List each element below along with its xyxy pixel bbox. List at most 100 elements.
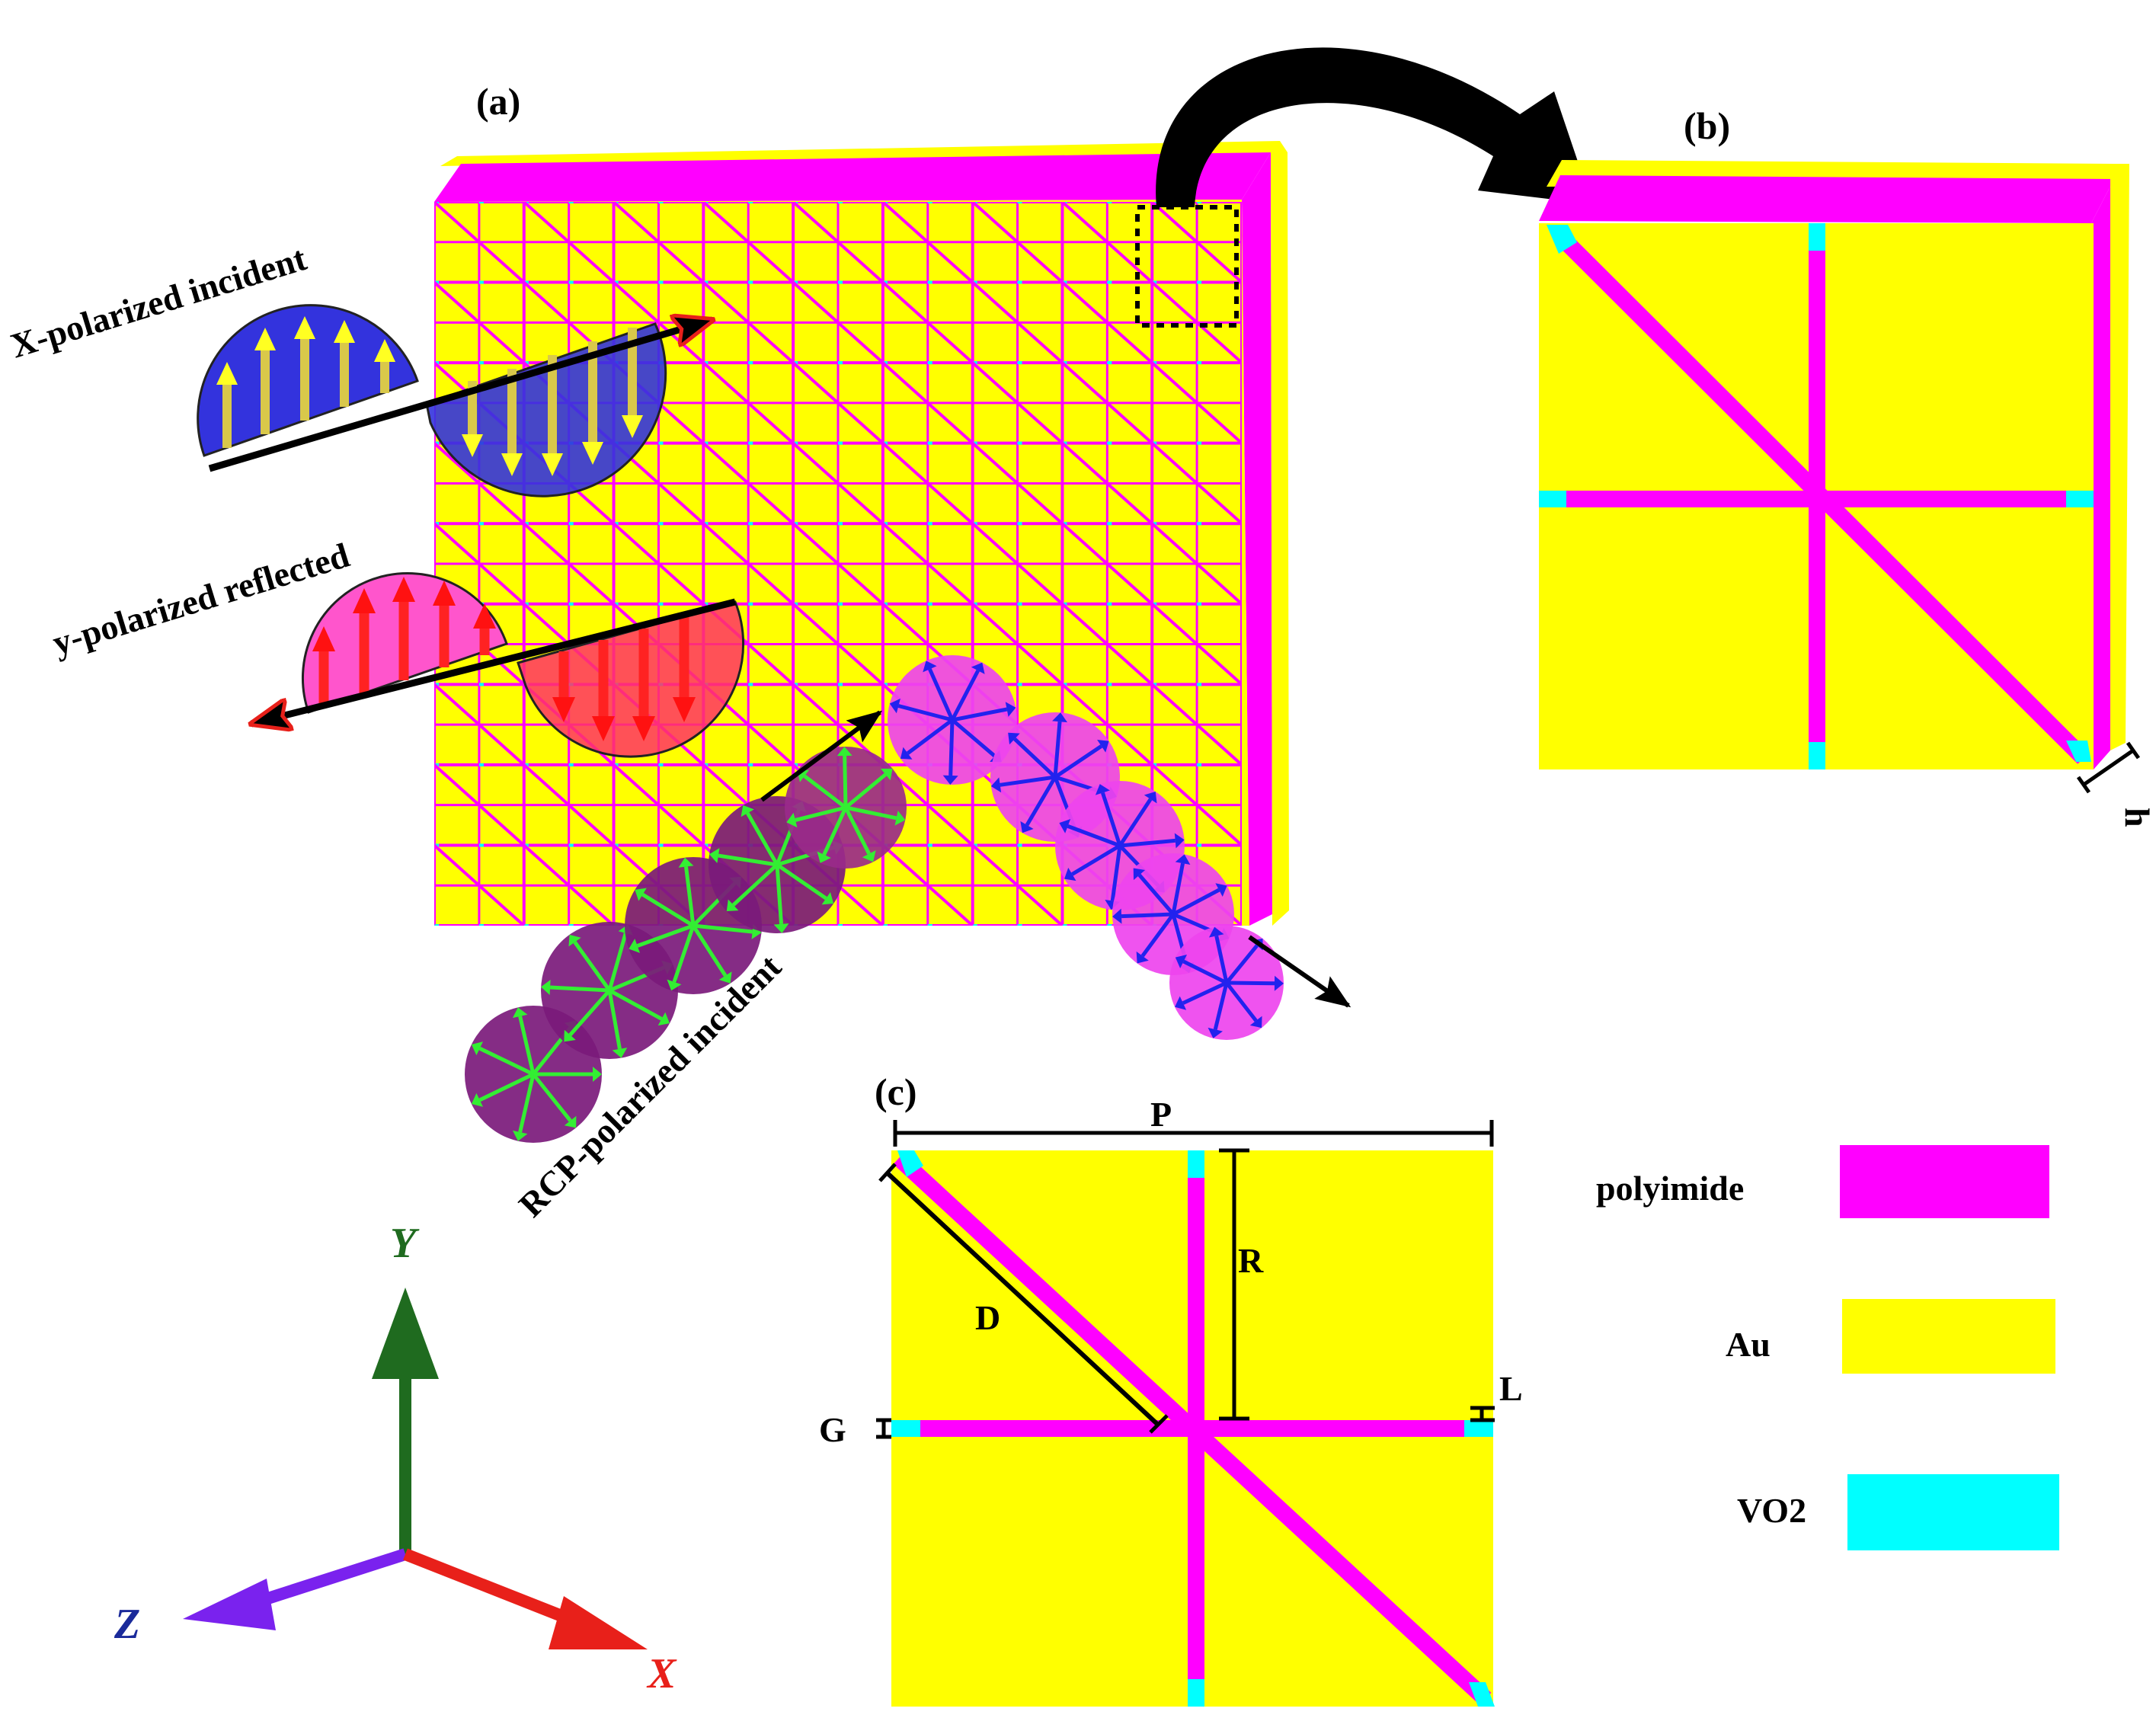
rcp-field-vector [1101,792,1122,846]
rcp-field-vector [641,893,695,928]
rcp-field-vector [568,989,611,1037]
rcp-field-arrowhead [726,899,739,911]
rcp-field-vector [672,925,696,983]
rcp-field-vector [1025,776,1057,827]
grid-diagonal-line [434,763,615,926]
rcp-field-arrowhead [1133,868,1146,881]
z-axis-arrow [249,1548,408,1610]
legend-label-vo2: VO2 [1737,1491,1806,1530]
rcp-field-vector [1013,737,1057,779]
cell-c-vo2-top [1188,1150,1204,1178]
d-label: D [975,1298,1000,1337]
rcp-field-arrowhead [1005,702,1016,717]
rcp-field-vector [845,805,897,821]
rcp-field-arrowhead [1097,740,1109,753]
rcp-field-arrowhead [1249,1016,1262,1029]
rcp-field-vector [822,806,848,856]
rcp-field-arrowhead [541,980,551,995]
cell-c-vo2-bottom [1188,1679,1204,1707]
rcp-field-vector [573,941,612,992]
x-axis-arrowhead-icon [549,1596,648,1649]
panel-c: (c) P R [819,1070,1523,1707]
cell-b-vo2-bottomright [2066,741,2091,762]
rcp-field-arrowhead [1064,867,1076,881]
rcp-field-vector [1071,843,1121,876]
rcp-field-arrowhead [880,768,893,781]
rcp-field-arrowhead [862,850,876,862]
rcp-field-vector [1000,775,1056,787]
rcp-field-vector [775,864,784,924]
rcp-field-vector [607,933,628,991]
rcp-field-arrowhead [942,775,958,785]
x-beam-axis [208,320,712,472]
rcp-field-arrowhead [786,812,798,828]
rcp-field-vector [1054,744,1103,779]
rcp-field-vector [691,924,728,977]
rcp-field-arrowhead [471,1041,484,1056]
rcp-field-arrowhead [1052,712,1068,723]
rcp-field-arrowhead [512,1130,528,1141]
rcp-field-arrowhead [593,1067,602,1082]
rcp-field-arrowhead [709,848,720,863]
rcp-field-arrowhead [990,777,1002,793]
h-label: h [2118,808,2156,827]
legend-swatch-vo2 [1847,1474,2059,1550]
rcp-field-vector [1225,944,1259,984]
rcp-field-arrowhead [836,747,852,757]
rcp-field-vector [718,853,778,867]
rcp-field-arrowhead [512,1007,528,1019]
rcp-field-arrowhead [1175,955,1188,968]
rcp-field-vector [684,866,696,926]
rcp-field-arrowhead [657,1012,670,1026]
slab-top-polyimide-edge [434,152,1271,202]
x-axis-arrow [403,1548,581,1629]
x-axis-label: X [646,1650,677,1697]
rcp-field-arrowhead [1020,821,1034,833]
grid-diagonal-line [523,202,1242,848]
panel-a: (a) [6,47,1592,1224]
x-beam-right-lobe [425,322,667,497]
rcp-field-vector [1182,959,1228,985]
rcp-field-arrowhead [773,923,789,933]
rcp-field-vector [951,718,996,758]
rcp-field-arrowhead [564,1115,577,1128]
rcp-field-vector [952,707,1008,722]
g-label: G [819,1410,846,1449]
rcp-beam-axis-out [1248,935,1351,1008]
rcp-field-arrowhead [1112,908,1122,924]
rcp-field-vector [950,670,980,721]
zoom-arrow-icon [1156,47,1592,207]
h-dimension-marker [2076,741,2141,794]
grid-diagonal-line [702,202,1242,687]
y-beam-field-vectors [312,577,696,741]
rcp-field-arrowhead [471,1093,484,1107]
rcp-field-vector [746,812,779,866]
rcp-field-vector [532,1073,572,1122]
rcp-field-arrowhead [894,811,906,826]
rcp-field-arrowhead [635,888,647,901]
rcp-field-vector [1118,798,1153,847]
rcp-field-arrowhead [817,851,831,863]
z-axis-arrowhead-icon [183,1579,276,1630]
p-label: P [1150,1095,1172,1134]
cell-c-vo2-topleft [897,1150,923,1177]
panel-a-label: (a) [476,80,520,123]
rcp-field-vector [1226,981,1275,986]
rcp-field-vector [907,718,954,755]
rcp-field-arrowhead [1174,833,1185,849]
rcp-field-arrowhead [667,979,682,991]
rcp-field-arrowhead [1008,732,1020,745]
l-label: L [1499,1369,1523,1408]
rcp-field-arrowhead [1175,996,1187,1010]
rcp-field-vector [795,805,846,822]
cell-b-right-polyimide-edge [2091,179,2114,769]
rcp-field-vector [928,668,955,721]
rcp-field-vector [693,923,753,934]
rcp-field-arrowhead [889,698,900,714]
cell-b-top-polyimide-edge [1539,175,2114,223]
rcp-field-vector [607,990,622,1050]
grid-diagonal-line [434,360,1064,926]
r-label: R [1238,1241,1264,1280]
cell-b-vo2-left [1539,491,1566,507]
